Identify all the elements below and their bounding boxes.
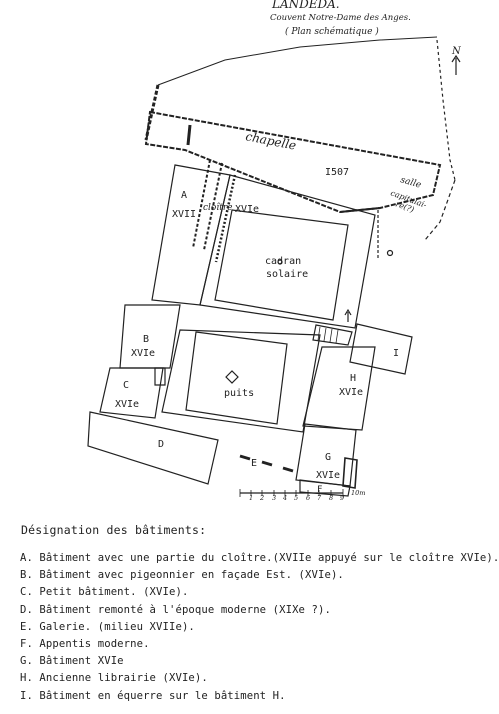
central-courtyard xyxy=(161,329,321,433)
legend-item-c: C. Petit bâtiment. (XVIe). xyxy=(20,586,189,599)
scale-tick-label: 8 xyxy=(329,494,333,502)
label-cloitre-century: XVIe xyxy=(235,204,259,215)
label-b: B xyxy=(143,334,149,345)
scale-tick-label: 7 xyxy=(317,494,322,502)
label-h-century: XVIe xyxy=(339,387,363,398)
label-f: F xyxy=(317,485,322,495)
label-d: D xyxy=(158,439,164,450)
marker-dot xyxy=(386,249,394,257)
well-symbol xyxy=(225,370,239,384)
legend-item-g: G. Bâtiment XVIe xyxy=(20,655,124,668)
cloister-court xyxy=(199,174,376,329)
enclosure-wall xyxy=(157,36,438,86)
building-b xyxy=(119,304,181,369)
cadran-court xyxy=(214,209,349,321)
legend-item-b: B. Bâtiment avec pigeonnier en façade Es… xyxy=(20,569,344,582)
label-e: E xyxy=(251,458,257,469)
stair-h xyxy=(312,324,353,346)
inner-garden xyxy=(185,331,288,425)
legend-item-a: A. Bâtiment avec une partie du cloître.(… xyxy=(20,552,499,564)
building-c xyxy=(99,367,164,419)
label-c: C xyxy=(123,380,129,391)
building-h xyxy=(302,346,376,431)
cloister-gallery xyxy=(214,174,237,263)
label-salle: salle xyxy=(399,175,422,190)
scale-tick-label: 1 xyxy=(249,494,253,502)
scale-unit: 10m xyxy=(351,489,365,497)
scale-tick-label: 4 xyxy=(282,494,287,502)
label-g-century: XVIe xyxy=(316,470,340,481)
building-i xyxy=(349,323,413,375)
arrow-up xyxy=(344,308,352,322)
plan-title: LANDEDA. xyxy=(271,0,340,11)
scale-bar-ticks xyxy=(239,489,344,497)
north-label: N xyxy=(451,46,462,57)
north-arrow xyxy=(451,54,461,75)
legend-item-e: E. Galerie. (milieu XVIIe). xyxy=(20,620,195,633)
legend-list: A. Bâtiment avec une partie du cloître.(… xyxy=(20,550,499,705)
label-solaire: solaire xyxy=(266,269,308,280)
enclosure-wall xyxy=(186,124,192,146)
label-c-century: XVIe xyxy=(115,399,139,410)
plan-subtitle-2: ( Plan schématique ) xyxy=(285,26,379,37)
scale-tick-label: 5 xyxy=(294,494,298,502)
scale-tick-label: 6 xyxy=(306,494,310,502)
label-puits: puits xyxy=(224,388,254,399)
label-a: A xyxy=(181,190,187,201)
building-f xyxy=(299,479,351,497)
scale-tick-label: 3 xyxy=(272,494,276,502)
chapelle-inner-wall xyxy=(339,207,381,213)
label-cadran: cadran xyxy=(265,256,301,267)
legend-item-h: H. Ancienne librairie (XVIe). xyxy=(20,672,208,685)
hatched-annex xyxy=(342,457,358,489)
scale-tick-label: 9 xyxy=(340,494,344,502)
label-h: H xyxy=(350,373,356,384)
stair-h-steps xyxy=(317,326,339,344)
label-a-century: XVII xyxy=(172,209,196,220)
building-d xyxy=(87,411,219,485)
site-plan: LANDEDA. Couvent Notre-Dame des Anges. (… xyxy=(87,0,462,502)
legend-item-i: I. Bâtiment en équerre sur le bâtiment H… xyxy=(20,689,286,702)
label-cloitre: cloître xyxy=(203,202,232,213)
label-chapelle: chapelle xyxy=(244,129,297,153)
sundial-mark xyxy=(277,259,283,265)
legend-item-f: F. Appentis moderne. xyxy=(20,637,150,650)
enclosure-wall xyxy=(424,179,456,241)
plan-subtitle-1: Couvent Notre-Dame des Anges. xyxy=(270,13,411,23)
scale-tick-label: 2 xyxy=(259,494,264,502)
enclosure-wall xyxy=(436,39,456,181)
label-i: I xyxy=(393,348,399,359)
legend: Désignation des bâtiments: A. Bâtiment a… xyxy=(0,517,499,714)
stair-b xyxy=(154,367,166,386)
legend-item-d: D. Bâtiment remonté à l'époque moderne (… xyxy=(20,603,331,616)
label-b-century: XVIe xyxy=(131,348,155,359)
label-g: G xyxy=(325,452,331,463)
label-chapelle-year: I507 xyxy=(325,167,349,178)
galerie-e xyxy=(239,454,294,473)
legend-heading: Désignation des bâtiments: xyxy=(21,523,207,537)
